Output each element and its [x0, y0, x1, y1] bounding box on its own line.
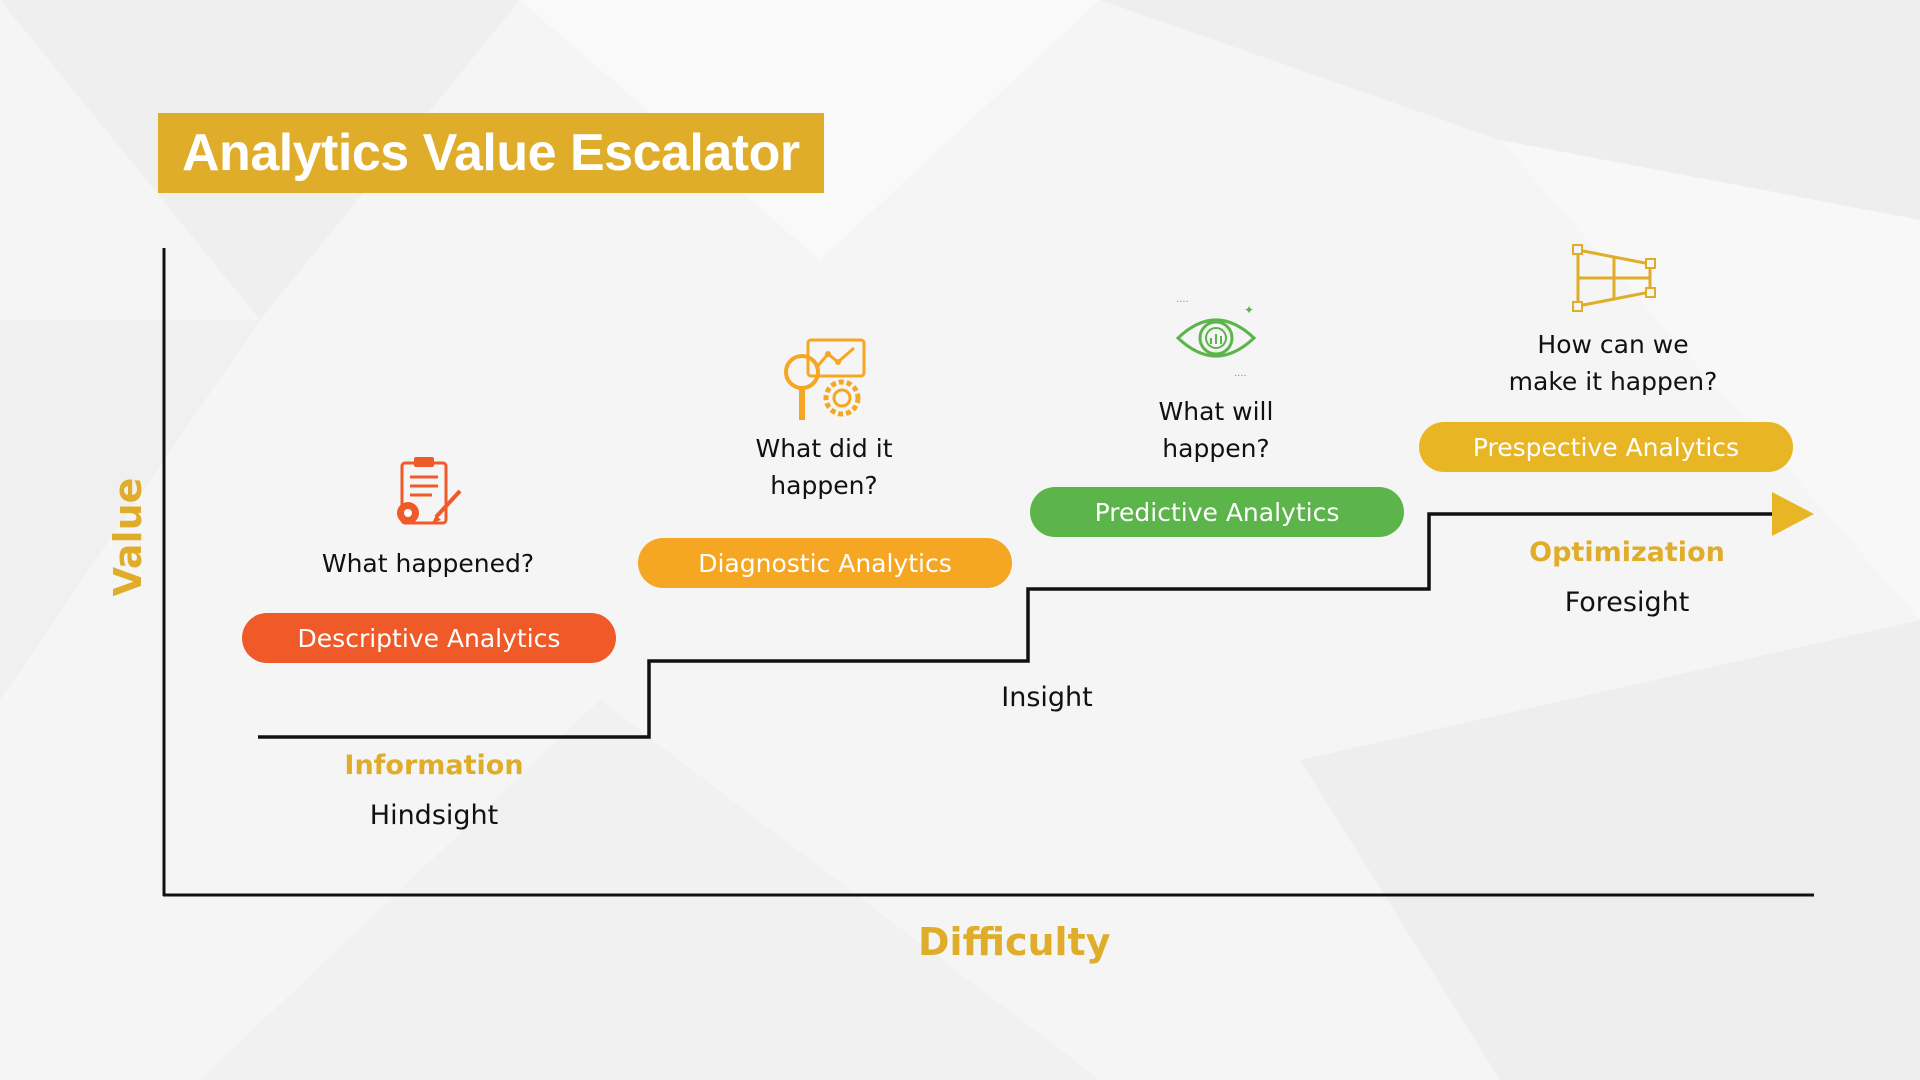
grid-frame-icon — [1572, 244, 1656, 312]
escalator-staircase — [258, 512, 1774, 739]
svg-text:✦: ✦ — [1244, 303, 1254, 317]
y-axis-label: Value — [106, 477, 150, 597]
stage-3-sub: Insight — [1001, 682, 1093, 713]
svg-text:....: .... — [1234, 368, 1247, 376]
title-banner: Analytics Value Escalator — [158, 113, 824, 193]
chart-magnifier-gear-icon — [784, 338, 866, 420]
stage-1-label: Information — [344, 750, 524, 781]
escalator-arrow-head — [1772, 492, 1814, 536]
page-title: Analytics Value Escalator — [182, 124, 800, 182]
stage-1-sub: Hindsight — [369, 800, 499, 831]
stage-4-label: Optimization — [1529, 537, 1725, 568]
clipboard-gear-icon — [397, 457, 462, 525]
x-axis-label: Difficulty — [918, 920, 1111, 964]
descriptive-analytics-pill: Descriptive Analytics — [242, 613, 616, 663]
stage-1-question: What happened? — [321, 549, 535, 578]
stage-2-question: What did it happen? — [755, 434, 893, 500]
stage-4-question: How can we make it happen? — [1508, 330, 1718, 396]
diagnostic-analytics-pill: Diagnostic Analytics — [638, 538, 1012, 588]
stage-4-sub: Foresight — [1564, 587, 1690, 618]
predictive-analytics-pill: Predictive Analytics — [1030, 487, 1404, 537]
prescriptive-analytics-pill: Prespective Analytics — [1419, 422, 1793, 472]
svg-text:....: .... — [1176, 294, 1189, 305]
stage-3-question: What will happen? — [1158, 397, 1274, 463]
eye-chart-icon: .... .... ✦ — [1175, 294, 1257, 376]
